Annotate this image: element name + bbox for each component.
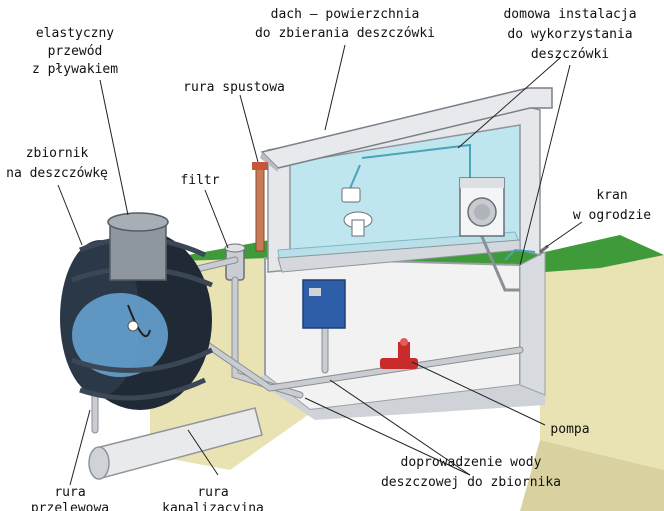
label-garden-tap-2: w ogrodzie [573, 208, 651, 223]
tank-water [72, 293, 168, 377]
label-overflow-1: rura [54, 485, 85, 500]
label-sewer-2: kanalizacyjna [162, 501, 264, 511]
label-home-install-1: domowa instalacja [503, 7, 636, 22]
labels: elastyczny przewód z pływakiem zbiornik … [6, 7, 651, 511]
sewer-pipe [88, 407, 263, 480]
label-hose-1: elastyczny [36, 26, 114, 41]
label-pump: pompa [550, 422, 589, 437]
toilet-icon [341, 187, 373, 237]
roof [260, 87, 553, 172]
label-tank-1: zbiornik [26, 146, 89, 161]
label-supply-2: deszczowej do zbiornika [381, 475, 561, 490]
label-tank-2: na deszczówkę [6, 166, 108, 181]
leader-lines [57, 44, 583, 486]
label-supply-1: doprowadzenie wody [401, 455, 542, 470]
label-garden-tap-1: kran [596, 188, 627, 203]
pump-icon [380, 338, 418, 369]
label-filter: filtr [180, 173, 219, 188]
filter [224, 243, 246, 281]
float-ball [127, 320, 139, 332]
label-downpipe: rura spustowa [183, 80, 285, 95]
label-roof-2: do zbierania deszczówki [255, 26, 435, 41]
label-overflow-2: przelewowa [31, 501, 109, 511]
label-home-install-2: do wykorzystania [507, 27, 632, 42]
label-roof-1: dach – powierzchnia [271, 7, 420, 22]
rainwater-tank [60, 212, 214, 410]
label-home-install-3: deszczówki [531, 47, 609, 62]
label-hose-2: przewód [48, 44, 103, 59]
label-sewer-1: rura [197, 485, 228, 500]
washing-machine-icon [459, 177, 505, 237]
floating-hose [127, 304, 151, 337]
water-heater-icon [302, 279, 346, 329]
downpipe [252, 162, 268, 252]
label-hose-3: z pływakiem [32, 62, 118, 77]
